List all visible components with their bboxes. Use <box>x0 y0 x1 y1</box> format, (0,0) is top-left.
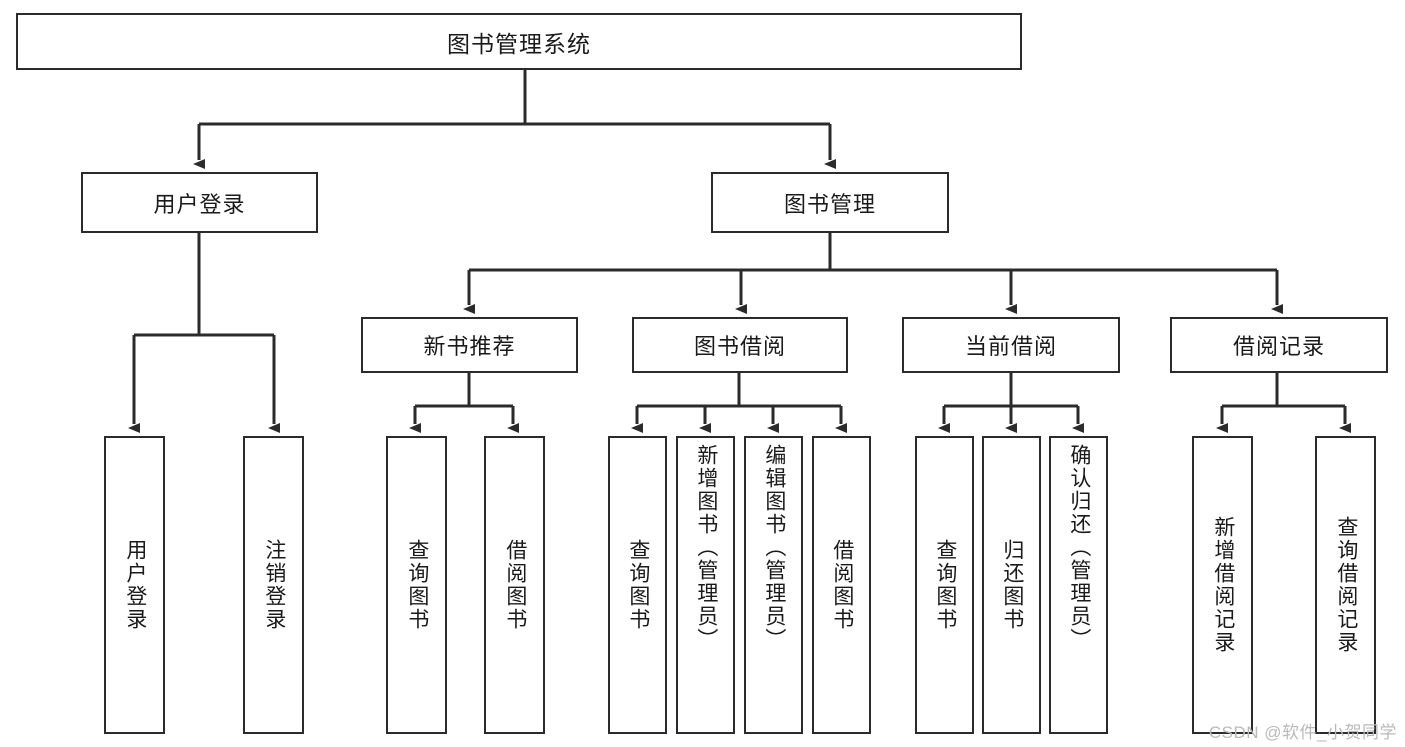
node-book-borrow[interactable]: 图书借阅 <box>632 317 848 373</box>
leaf-label: 编辑图书（管理员） <box>762 444 786 651</box>
leaf-record-add-record[interactable]: 新增借阅记录 <box>1192 436 1253 734</box>
leaf-label: 确认归还（管理员） <box>1067 444 1091 651</box>
leaf-borrow-add-book-admin[interactable]: 新增图书（管理员） <box>676 436 735 734</box>
leaf-borrow-borrow-book[interactable]: 借阅图书 <box>812 436 871 734</box>
leaf-current-return-book[interactable]: 归还图书 <box>982 436 1041 734</box>
leaf-label: 注销登录 <box>262 539 286 631</box>
leaf-newbook-borrow-book[interactable]: 借阅图书 <box>484 436 545 734</box>
node-borrow-record[interactable]: 借阅记录 <box>1170 317 1388 373</box>
node-label: 用户登录 <box>153 191 246 217</box>
leaf-user-login[interactable]: 用户登录 <box>104 436 165 734</box>
node-current-borrow[interactable]: 当前借阅 <box>902 317 1120 373</box>
leaf-newbook-query-book[interactable]: 查询图书 <box>386 436 447 734</box>
leaf-label: 查询图书 <box>933 539 957 631</box>
node-book-management[interactable]: 图书管理 <box>711 172 949 233</box>
node-label: 当前借阅 <box>964 334 1057 359</box>
leaf-label: 查询图书 <box>405 539 429 631</box>
watermark: CSDN @软件_小贺同学 <box>1208 723 1397 742</box>
node-label: 借阅记录 <box>1232 334 1325 359</box>
node-label: 图书借阅 <box>693 334 786 359</box>
leaf-borrow-edit-book-admin[interactable]: 编辑图书（管理员） <box>744 436 803 734</box>
leaf-record-query-record[interactable]: 查询借阅记录 <box>1315 436 1376 734</box>
leaf-label: 用户登录 <box>123 539 147 631</box>
node-label: 图书管理 <box>783 191 876 217</box>
leaf-label: 查询图书 <box>626 539 650 631</box>
leaf-label: 新增图书（管理员） <box>694 444 718 651</box>
leaf-current-confirm-return-admin[interactable]: 确认归还（管理员） <box>1049 436 1108 734</box>
leaf-label: 借阅图书 <box>830 539 854 631</box>
leaf-current-query-book[interactable]: 查询图书 <box>915 436 974 734</box>
leaf-logout-login[interactable]: 注销登录 <box>243 436 304 734</box>
node-root-system[interactable]: 图书管理系统 <box>16 13 1022 70</box>
node-user-login[interactable]: 用户登录 <box>81 172 318 233</box>
leaf-label: 归还图书 <box>1000 539 1024 631</box>
leaf-borrow-query-book[interactable]: 查询图书 <box>608 436 667 734</box>
leaf-label: 借阅图书 <box>503 539 527 631</box>
node-label: 图书管理系统 <box>447 30 591 57</box>
leaf-label: 新增借阅记录 <box>1211 516 1235 654</box>
node-label: 新书推荐 <box>423 334 516 359</box>
node-new-book-recommend[interactable]: 新书推荐 <box>361 317 578 373</box>
leaf-label: 查询借阅记录 <box>1334 516 1358 654</box>
